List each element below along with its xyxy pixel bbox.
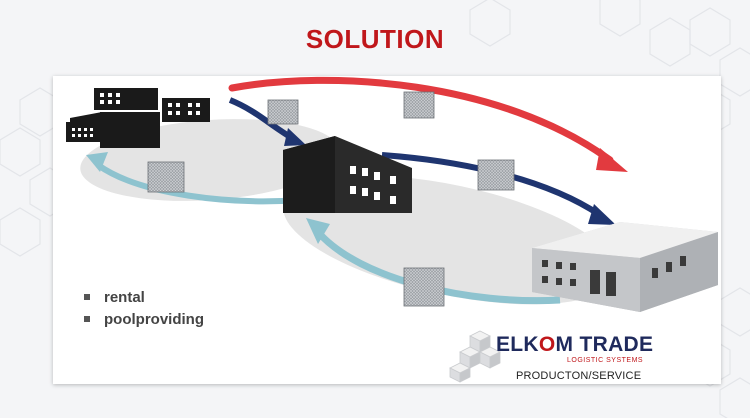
warehouse-building-icon xyxy=(283,136,412,213)
bullet-label: rental xyxy=(104,288,145,306)
production-plant-icon xyxy=(532,222,718,312)
lightblue-return-arrow-1 xyxy=(96,162,301,205)
logo-subtitle: LOGISTIC SYSTEMS xyxy=(567,357,644,364)
bullet-item: poolproviding xyxy=(84,308,204,330)
navy-flow-arrow-1 xyxy=(228,97,294,141)
logo-wordmark: ELKOM TRADE xyxy=(496,333,653,357)
lightblue-arrow-head-1 xyxy=(86,152,108,172)
bullet-square-icon xyxy=(84,316,90,322)
cube-stack-logo-icon xyxy=(449,330,501,383)
wire-mesh-container-icon xyxy=(147,91,515,307)
lightblue-arrow-head-2 xyxy=(306,218,330,244)
logo-caption: PRODUCTON/SERVICE xyxy=(516,370,642,382)
logo-name-prefix: ELK xyxy=(496,333,539,356)
navy-arrow-head-1 xyxy=(284,128,306,146)
page-title: SOLUTION xyxy=(305,24,445,54)
bullet-square-icon xyxy=(84,294,90,300)
factory-buildings-icon xyxy=(66,88,210,148)
bullet-label: poolproviding xyxy=(104,310,204,328)
bullet-list: rental poolproviding xyxy=(84,286,204,330)
red-flow-arrow xyxy=(228,76,614,164)
navy-arrow-head-2 xyxy=(588,204,616,225)
bullet-item: rental xyxy=(84,286,204,308)
logo-name-o: O xyxy=(538,333,556,356)
logo-name-suffix: M TRADE xyxy=(555,333,654,356)
red-arrow-head xyxy=(596,148,628,172)
